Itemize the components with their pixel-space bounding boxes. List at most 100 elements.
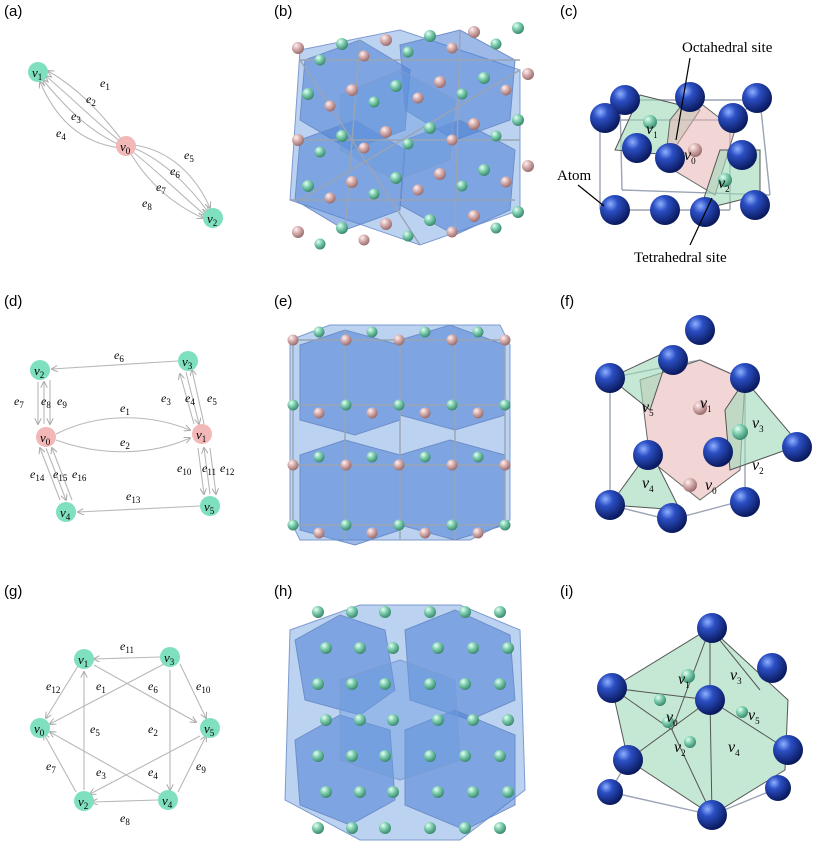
svg-text:v2: v2 xyxy=(78,794,88,811)
lattice-atom xyxy=(419,527,431,539)
lattice-atom xyxy=(346,678,358,690)
lattice-atom xyxy=(494,678,506,690)
svg-text:e9: e9 xyxy=(57,394,67,410)
svg-text:v3: v3 xyxy=(730,667,742,686)
svg-text:e3: e3 xyxy=(96,765,106,781)
lattice-atom xyxy=(302,88,314,100)
panel-label-b: (b) xyxy=(274,3,292,20)
crystal-h-atoms xyxy=(312,606,514,834)
svg-text:v1: v1 xyxy=(678,671,690,690)
crystal-e-bonds xyxy=(290,330,510,540)
vertex-d-v3: v3 xyxy=(178,351,198,371)
svg-text:v1: v1 xyxy=(32,65,42,82)
lattice-atom xyxy=(499,399,511,411)
lattice-atom xyxy=(402,230,414,242)
lattice-atom xyxy=(467,714,479,726)
atoms-c xyxy=(590,82,772,227)
lattice-atom xyxy=(368,188,380,200)
lattice-atom xyxy=(424,122,436,134)
lattice-atom xyxy=(358,234,370,246)
lattice-atom xyxy=(446,519,458,531)
svg-text:v0: v0 xyxy=(666,709,678,728)
lattice-atom xyxy=(287,459,299,471)
lattice-atom xyxy=(432,786,444,798)
lattice-atom xyxy=(340,334,352,346)
svg-text:e3: e3 xyxy=(161,391,171,407)
lattice-atom xyxy=(432,642,444,654)
lattice-atom xyxy=(494,822,506,834)
lattice-atom xyxy=(467,786,479,798)
lattice-atom xyxy=(512,114,524,126)
svg-text:e8: e8 xyxy=(120,811,130,827)
svg-text:e2: e2 xyxy=(86,92,96,108)
lattice-atom xyxy=(287,334,299,346)
lattice-atom xyxy=(312,678,324,690)
svg-text:v4: v4 xyxy=(162,793,173,810)
lattice-atom xyxy=(424,822,436,834)
vertex-g-v1: v1 xyxy=(74,649,94,669)
svg-text:v5: v5 xyxy=(748,707,760,726)
vertex-g-v4: v4 xyxy=(158,790,178,810)
svg-text:v2: v2 xyxy=(718,175,730,194)
lattice-atom xyxy=(292,134,304,146)
graph-a: v1 v0 v2 e1 e2 e3 e4 e5 e6 e7 e8 xyxy=(28,62,223,228)
lattice-atom xyxy=(387,714,399,726)
lattice-atom xyxy=(312,822,324,834)
panel-label-d: (d) xyxy=(4,293,22,310)
lattice-atom xyxy=(354,786,366,798)
lattice-atom xyxy=(446,42,458,54)
lattice-atom xyxy=(472,527,484,539)
vertex-a-v0: v0 xyxy=(116,136,136,156)
svg-text:v0: v0 xyxy=(705,477,717,496)
lattice-atom xyxy=(402,46,414,58)
svg-text:e2: e2 xyxy=(120,435,130,451)
svg-text:e11: e11 xyxy=(202,461,216,477)
svg-text:e6: e6 xyxy=(114,348,124,364)
lattice-atom xyxy=(522,68,534,80)
lattice-atom xyxy=(472,407,484,419)
lattice-atom xyxy=(419,451,431,463)
lattice-atom xyxy=(424,214,436,226)
lattice-atom xyxy=(393,459,405,471)
tetrahedral-site-f-v5 xyxy=(609,349,671,411)
lattice-atom xyxy=(324,192,336,204)
lattice-atom xyxy=(390,172,402,184)
svg-text:v5: v5 xyxy=(204,499,215,516)
lattice-atom xyxy=(313,527,325,539)
svg-text:e4: e4 xyxy=(148,765,158,781)
lattice-atom xyxy=(366,527,378,539)
lattice-atom xyxy=(393,399,405,411)
lattice-atom xyxy=(502,786,514,798)
lattice-atom xyxy=(446,399,458,411)
svg-text:e4: e4 xyxy=(56,126,66,142)
lattice-atom xyxy=(499,334,511,346)
lattice-atom xyxy=(434,168,446,180)
lattice-atom xyxy=(320,642,332,654)
svg-text:v4: v4 xyxy=(642,475,654,494)
vertex-a-v2: v2 xyxy=(203,208,223,228)
structure-f: v5 v1 v3 v2 v4 v0 xyxy=(595,315,812,533)
lattice-atom xyxy=(287,399,299,411)
lattice-atom xyxy=(366,326,378,338)
lattice-atom xyxy=(446,226,458,238)
panel-label-i: (i) xyxy=(560,583,573,600)
annotation-octahedral-site: Octahedral site xyxy=(682,40,773,56)
atoms-i xyxy=(597,613,803,830)
site-labels-i: v1 v3 v5 v0 v2 v4 xyxy=(666,667,760,758)
lattice-atom xyxy=(500,176,512,188)
svg-text:e10: e10 xyxy=(196,679,211,695)
svg-text:v2: v2 xyxy=(34,363,44,380)
lattice-atom xyxy=(456,88,468,100)
svg-text:e6: e6 xyxy=(148,679,158,695)
lattice-atom xyxy=(393,334,405,346)
site-labels-f: v5 v1 v3 v2 v4 v0 xyxy=(642,395,764,496)
lattice-atom xyxy=(412,184,424,196)
lattice-atom xyxy=(424,750,436,762)
lattice-atom xyxy=(424,30,436,42)
lattice-atom xyxy=(490,222,502,234)
svg-text:v1: v1 xyxy=(78,652,88,669)
vertex-g-v5: v5 xyxy=(200,718,220,738)
lattice-atom xyxy=(358,142,370,154)
lattice-atom xyxy=(346,176,358,188)
svg-text:v0: v0 xyxy=(120,139,131,156)
